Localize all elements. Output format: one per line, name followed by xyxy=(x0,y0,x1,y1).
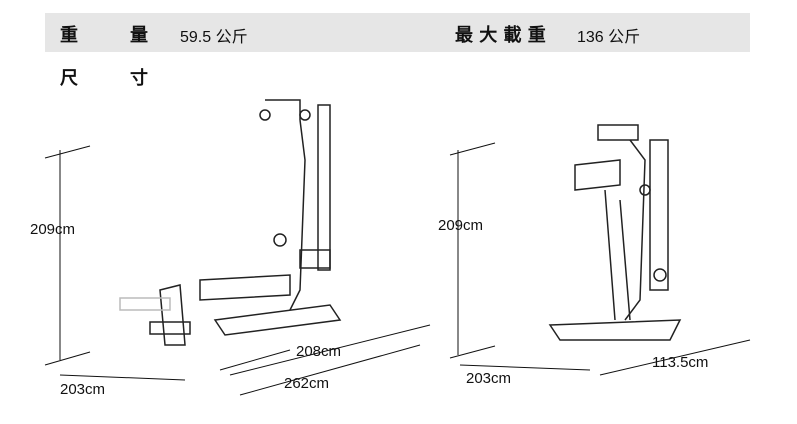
max-load-value: 136 公斤 xyxy=(577,29,641,46)
left-height-label: 209cm xyxy=(30,221,76,238)
left-depth-full-label: 262cm xyxy=(284,375,330,392)
machine-right-drawing xyxy=(548,124,682,341)
weight-label-2: 量 xyxy=(130,25,148,46)
right-depth-label: 113.5cm xyxy=(652,354,709,371)
spec-header-bar xyxy=(45,13,750,52)
dimension-lines xyxy=(44,142,751,396)
max-load-label: 最 大 載 重 xyxy=(455,25,546,46)
right-width-label: 203cm xyxy=(466,370,512,387)
left-depth-folded-label: 208cm xyxy=(296,343,342,360)
left-width-label: 203cm xyxy=(60,381,106,398)
weight-label-1: 重 xyxy=(60,25,78,46)
weight-value: 59.5 公斤 xyxy=(180,29,248,46)
machine-left-drawing xyxy=(119,99,342,346)
size-label-2: 寸 xyxy=(130,68,148,89)
right-height-label: 209cm xyxy=(438,217,484,234)
size-label-1: 尺 xyxy=(60,68,78,89)
